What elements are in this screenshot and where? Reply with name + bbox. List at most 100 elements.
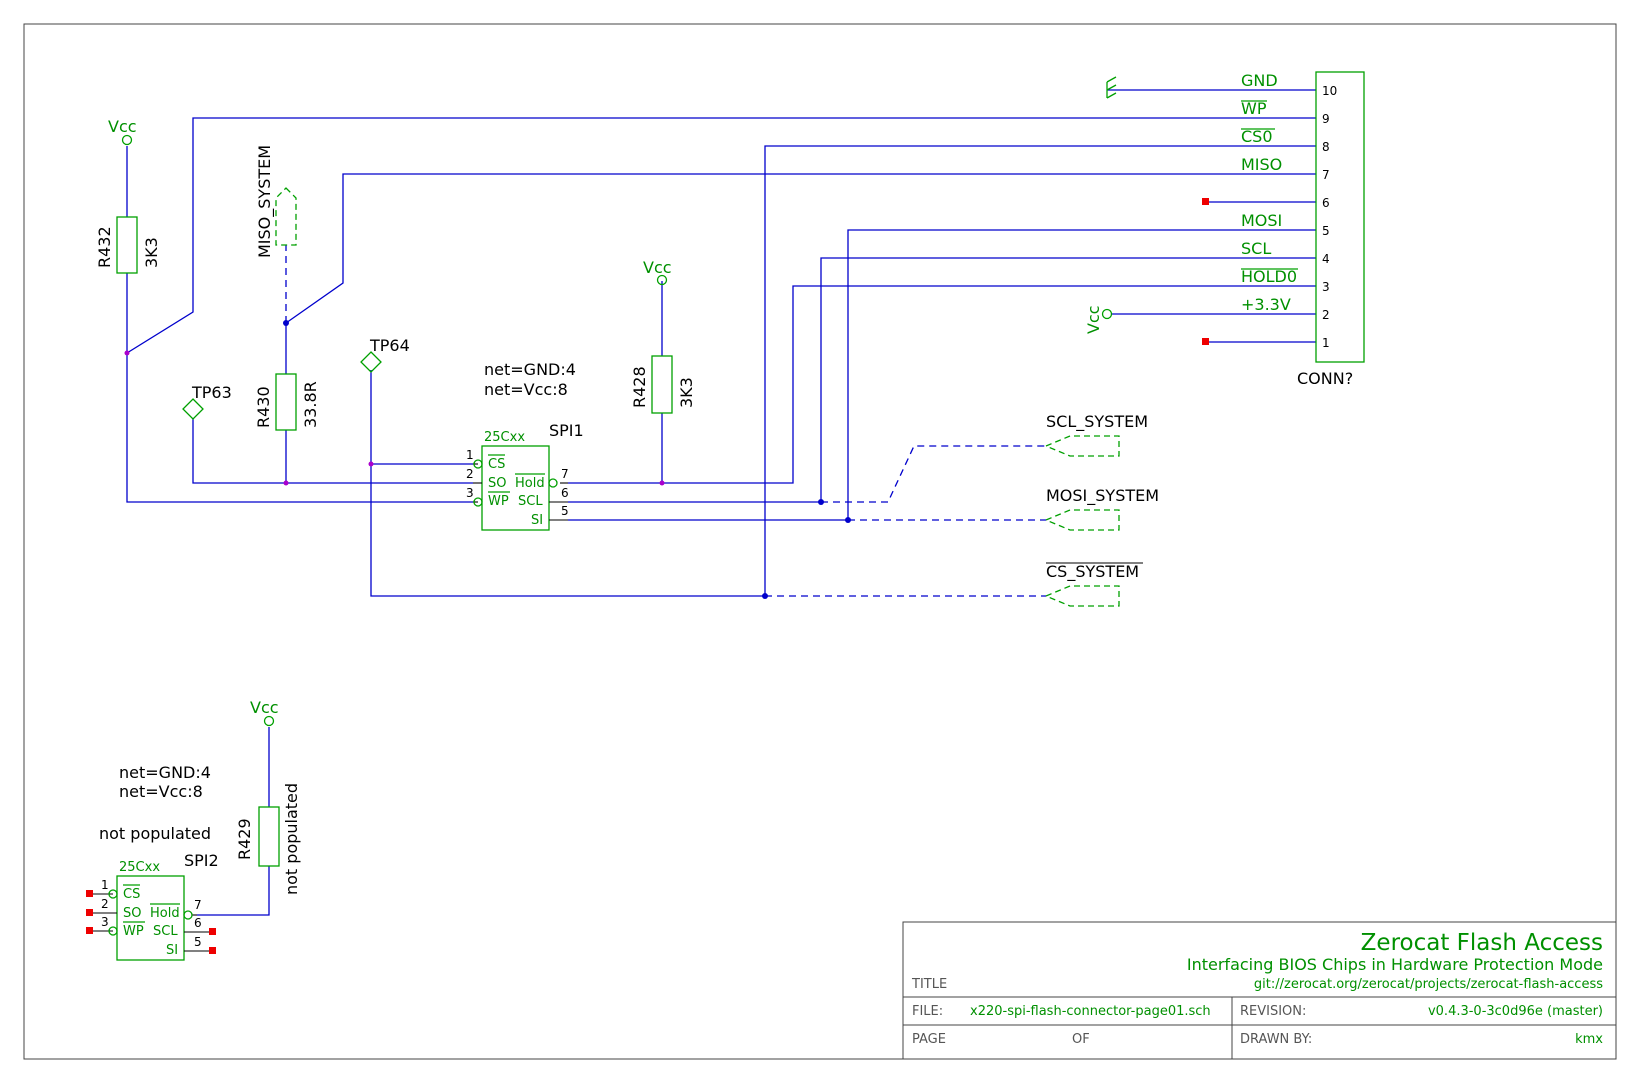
connector-body[interactable] [1315, 71, 1365, 363]
testpoint-label: TP63 [191, 383, 232, 402]
pin-name: SI [166, 943, 178, 958]
pin-number: 3 [466, 486, 474, 500]
pin-bubble [473, 459, 483, 469]
resistor-value: 3K3 [677, 377, 696, 408]
chip-body[interactable] [116, 875, 185, 961]
connector-pin-label: WP [1241, 99, 1267, 118]
file-label: FILE: [912, 1004, 943, 1019]
pin-number: 2 [101, 897, 109, 911]
title-block-frame [902, 921, 1617, 1060]
ground-symbol [1106, 76, 1117, 99]
junction-dot [283, 480, 289, 486]
url-text: git://zerocat.org/zerocat/projects/zeroc… [1254, 977, 1603, 992]
resistor-body[interactable] [651, 355, 673, 414]
pin-name: SCL [153, 924, 178, 939]
revision-value: v0.4.3-0-3c0d96e (master) [1428, 1004, 1603, 1019]
pin-number: 5 [561, 504, 569, 518]
connector[interactable]: CONN? 10GND9WP8CS07MISO65MOSI4SCL3HOLD02… [1202, 71, 1365, 388]
ground-hatch [1106, 76, 1117, 83]
resistor-body[interactable] [116, 216, 138, 274]
pin-name: CS [123, 887, 140, 902]
connector-pin-number: 3 [1322, 280, 1330, 294]
vcc-terminal [121, 134, 133, 146]
connector-pin-label: MOSI [1241, 211, 1282, 230]
testpoint-diamond[interactable] [182, 398, 204, 420]
hier-label-cs-system[interactable]: CS_SYSTEM [1044, 562, 1143, 607]
connector-pin-number: 1 [1322, 336, 1330, 350]
wires [126, 89, 1316, 916]
connector-pin-number: 7 [1322, 168, 1330, 182]
ground-hatch [1106, 84, 1117, 91]
resistor-r429[interactable]: R429 not populated [235, 783, 301, 895]
pin-number: 5 [194, 935, 202, 949]
drawn-by-value: kmx [1575, 1032, 1603, 1047]
vcc-terminal [1101, 308, 1113, 320]
hier-label-flag[interactable] [1044, 435, 1120, 457]
resistor-r432[interactable]: R432 3K3 [95, 216, 161, 274]
resistor-ref: R432 [95, 226, 114, 268]
hier-label-flag[interactable] [1044, 509, 1120, 531]
chip-body[interactable] [481, 445, 550, 531]
no-connect-marker [1202, 338, 1209, 345]
no-connect-marker [86, 927, 93, 934]
vcc-r428[interactable]: Vcc [643, 258, 672, 286]
pin-name: SO [123, 906, 141, 921]
hier-label-mosi-system[interactable]: MOSI_SYSTEM [1044, 486, 1159, 531]
testpoint-tp63[interactable]: TP63 [182, 383, 232, 420]
pin-bubble [108, 889, 118, 899]
junction-dot [762, 593, 768, 599]
connector-pin-label: MISO [1241, 155, 1282, 174]
pin-name: SCL [518, 494, 543, 509]
junction-dot [124, 350, 130, 356]
title-text: Zerocat Flash Access [1361, 930, 1603, 956]
hier-label-flag[interactable] [275, 187, 297, 246]
wire-mosi [568, 229, 1316, 521]
connector-pin-label: GND [1241, 71, 1278, 90]
bus-scl-system [821, 445, 1046, 503]
junctions [124, 320, 851, 599]
connector-pin-number: 2 [1322, 308, 1330, 322]
pin-number: 7 [561, 467, 569, 481]
hier-label-miso-system[interactable]: MISO_SYSTEM [255, 145, 297, 258]
wire-r432-wp [126, 273, 473, 503]
resistor-value: not populated [282, 783, 301, 895]
pin-number: 6 [194, 916, 202, 930]
resistor-body[interactable] [258, 806, 280, 867]
vcc-conn[interactable]: Vcc [1084, 305, 1113, 334]
testpoint-tp64[interactable]: TP64 [360, 336, 410, 373]
testpoint-diamond[interactable] [360, 351, 382, 373]
resistor-value: 3K3 [142, 237, 161, 268]
wire-spi2-hold [197, 866, 270, 916]
pin-number: 6 [561, 486, 569, 500]
junction-dot [659, 480, 665, 486]
resistor-body[interactable] [275, 373, 297, 431]
chip-spi1[interactable]: 25Cxx SPI1 net=GND:4 net=Vcc:8 1 2 3 7 6… [466, 360, 584, 531]
no-connect-marker [86, 909, 93, 916]
resistor-ref: R430 [254, 386, 273, 428]
vcc-r432[interactable]: Vcc [108, 117, 137, 146]
connector-pin-number: 9 [1322, 112, 1330, 126]
pin-number: 3 [101, 915, 109, 929]
no-connect-marker [86, 890, 93, 897]
pin-number: 1 [101, 878, 109, 892]
of-label: OF [1072, 1032, 1090, 1047]
junction-dot [283, 320, 289, 326]
pin-name: SI [531, 513, 543, 528]
vcc-label: Vcc [1084, 305, 1103, 334]
chip-spi2[interactable]: 25Cxx SPI2 net=GND:4 net=Vcc:8 not popul… [86, 763, 219, 961]
hier-label-flag[interactable] [1044, 585, 1120, 607]
connector-pin-number: 6 [1322, 196, 1330, 210]
hier-label-scl-system[interactable]: SCL_SYSTEM [1044, 412, 1148, 457]
pin-number: 7 [194, 898, 202, 912]
pin-name: WP [488, 494, 509, 509]
vcc-r429[interactable]: Vcc [250, 698, 279, 727]
pin-bubble [473, 497, 483, 507]
resistor-r430[interactable]: R430 33.8R [254, 373, 320, 431]
connector-ref: CONN? [1297, 369, 1353, 388]
resistor-value: 33.8R [301, 381, 320, 428]
resistor-r428[interactable]: R428 3K3 [630, 355, 696, 414]
junction-dot [845, 517, 851, 523]
vcc-label: Vcc [643, 258, 672, 277]
